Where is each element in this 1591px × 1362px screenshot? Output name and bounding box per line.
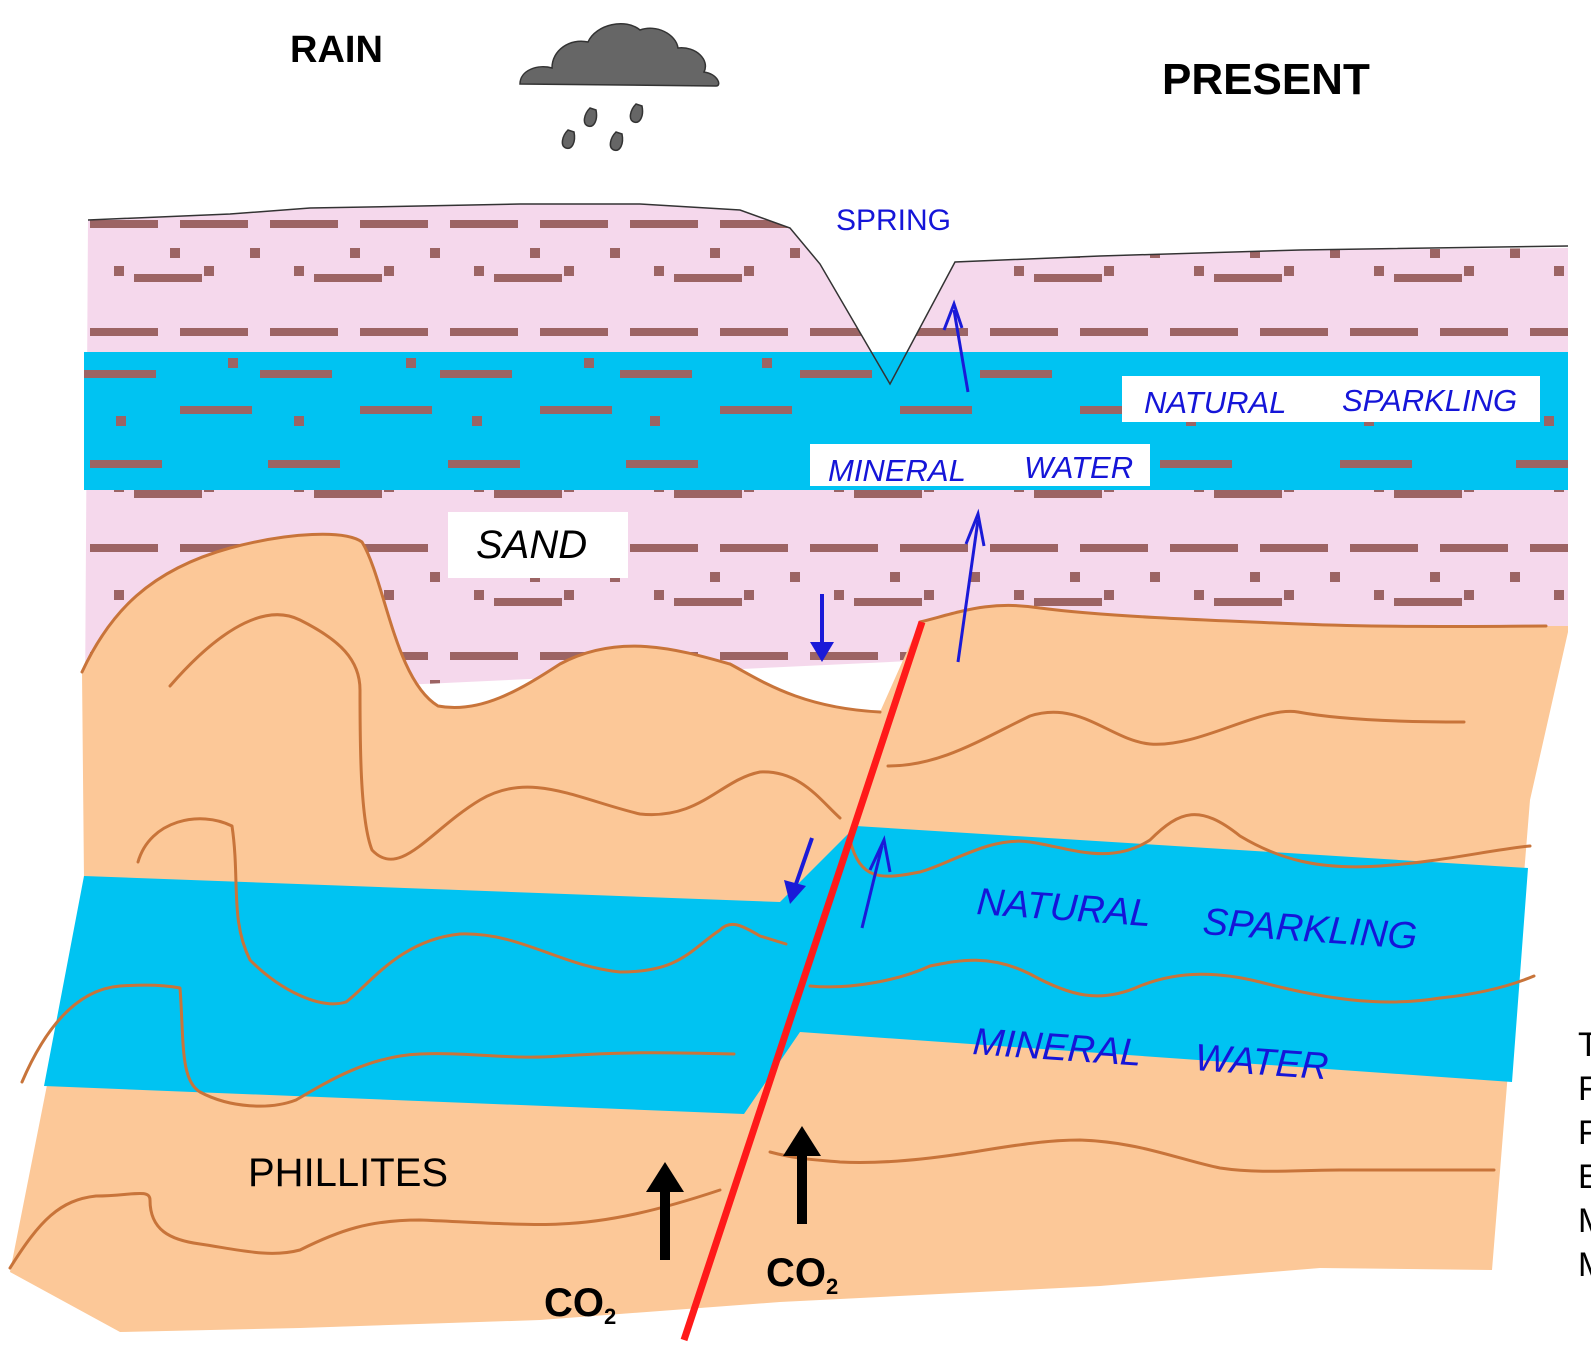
flow-arrows bbox=[784, 299, 986, 929]
cutoff-letters: T F F E M M bbox=[1578, 1026, 1591, 1284]
upper-natural-label-box bbox=[1122, 376, 1540, 422]
ground-surface-line bbox=[87, 203, 1569, 386]
cutoff-letter: M bbox=[1578, 1246, 1591, 1284]
upper-natural-label: NATURAL bbox=[1144, 385, 1286, 420]
sand-label-box bbox=[448, 512, 628, 578]
lower-water-label: WATER bbox=[1193, 1037, 1329, 1088]
co2-arrow-right-shaft bbox=[797, 1152, 807, 1224]
flow-arrow-up-fault bbox=[956, 519, 980, 663]
flow-arrow-up-spring bbox=[952, 309, 970, 393]
rain-label: RAIN bbox=[290, 29, 383, 71]
co2-right-label: CO2 bbox=[766, 1251, 838, 1299]
upper-mineral-label: MINERAL bbox=[828, 453, 966, 488]
cutoff-letter: E bbox=[1578, 1158, 1591, 1196]
fold-lines bbox=[8, 532, 1548, 1270]
upper-sparkling-label: SPARKLING bbox=[1342, 383, 1517, 418]
rain-cloud-icon bbox=[519, 23, 720, 152]
co2-arrows bbox=[646, 1126, 821, 1260]
phillites-label: PHILLITES bbox=[248, 1151, 448, 1195]
lower-aquifer bbox=[44, 826, 1528, 1114]
cutoff-letter: F bbox=[1578, 1114, 1591, 1152]
co2-arrow-right-head bbox=[783, 1126, 821, 1156]
co2-left-label: CO2 bbox=[544, 1281, 616, 1329]
cutoff-letter: M bbox=[1578, 1202, 1591, 1240]
cutoff-letter: F bbox=[1578, 1070, 1591, 1108]
cutoff-letter: T bbox=[1578, 1026, 1591, 1064]
upper-mineral-label-box bbox=[810, 444, 1150, 486]
flow-arrow-down-lower bbox=[794, 837, 814, 885]
flow-arrow-up-lower bbox=[860, 845, 884, 929]
upper-water-label: WATER bbox=[1024, 450, 1133, 485]
co2-arrow-left-head bbox=[646, 1162, 684, 1192]
present-label: PRESENT bbox=[1162, 55, 1370, 104]
fault-line bbox=[680, 620, 926, 1342]
sand-label: SAND bbox=[476, 523, 587, 567]
spring-label: SPRING bbox=[836, 204, 951, 237]
co2-arrow-left-shaft bbox=[660, 1188, 670, 1260]
